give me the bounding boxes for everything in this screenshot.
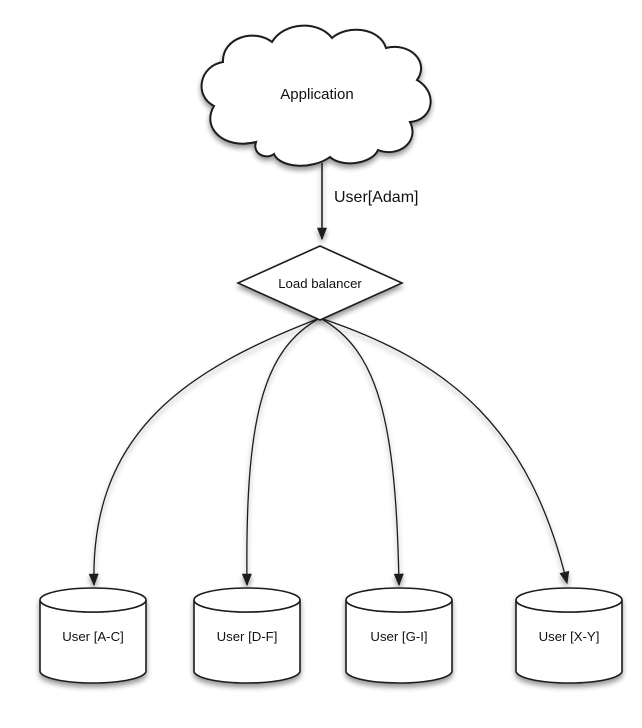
shard-label-a-c: User [A-C] (62, 629, 124, 644)
edge-to-shard-g-i (319, 317, 404, 587)
shard-cylinder-d-f (193, 587, 301, 684)
application-label: Application (280, 86, 353, 103)
edge-to-shard-d-f (241, 317, 321, 587)
shard-label-g-i: User [G-I] (370, 629, 427, 644)
load-balancer-label: Load balancer (278, 276, 362, 291)
shard-label-d-f: User [D-F] (217, 629, 278, 644)
shard-cylinder-x-y (515, 587, 623, 684)
load-balancer-diamond (236, 245, 404, 321)
request-edge-label: User[Adam] (334, 189, 418, 206)
shard-cylinder-g-i (345, 587, 453, 684)
shard-label-x-y: User [X-Y] (539, 629, 600, 644)
edge-to-shard-a-c (88, 317, 321, 587)
application-cloud-shape (200, 24, 432, 167)
edge-to-shard-x-y (319, 317, 570, 585)
shard-cylinder-a-c (39, 587, 147, 684)
